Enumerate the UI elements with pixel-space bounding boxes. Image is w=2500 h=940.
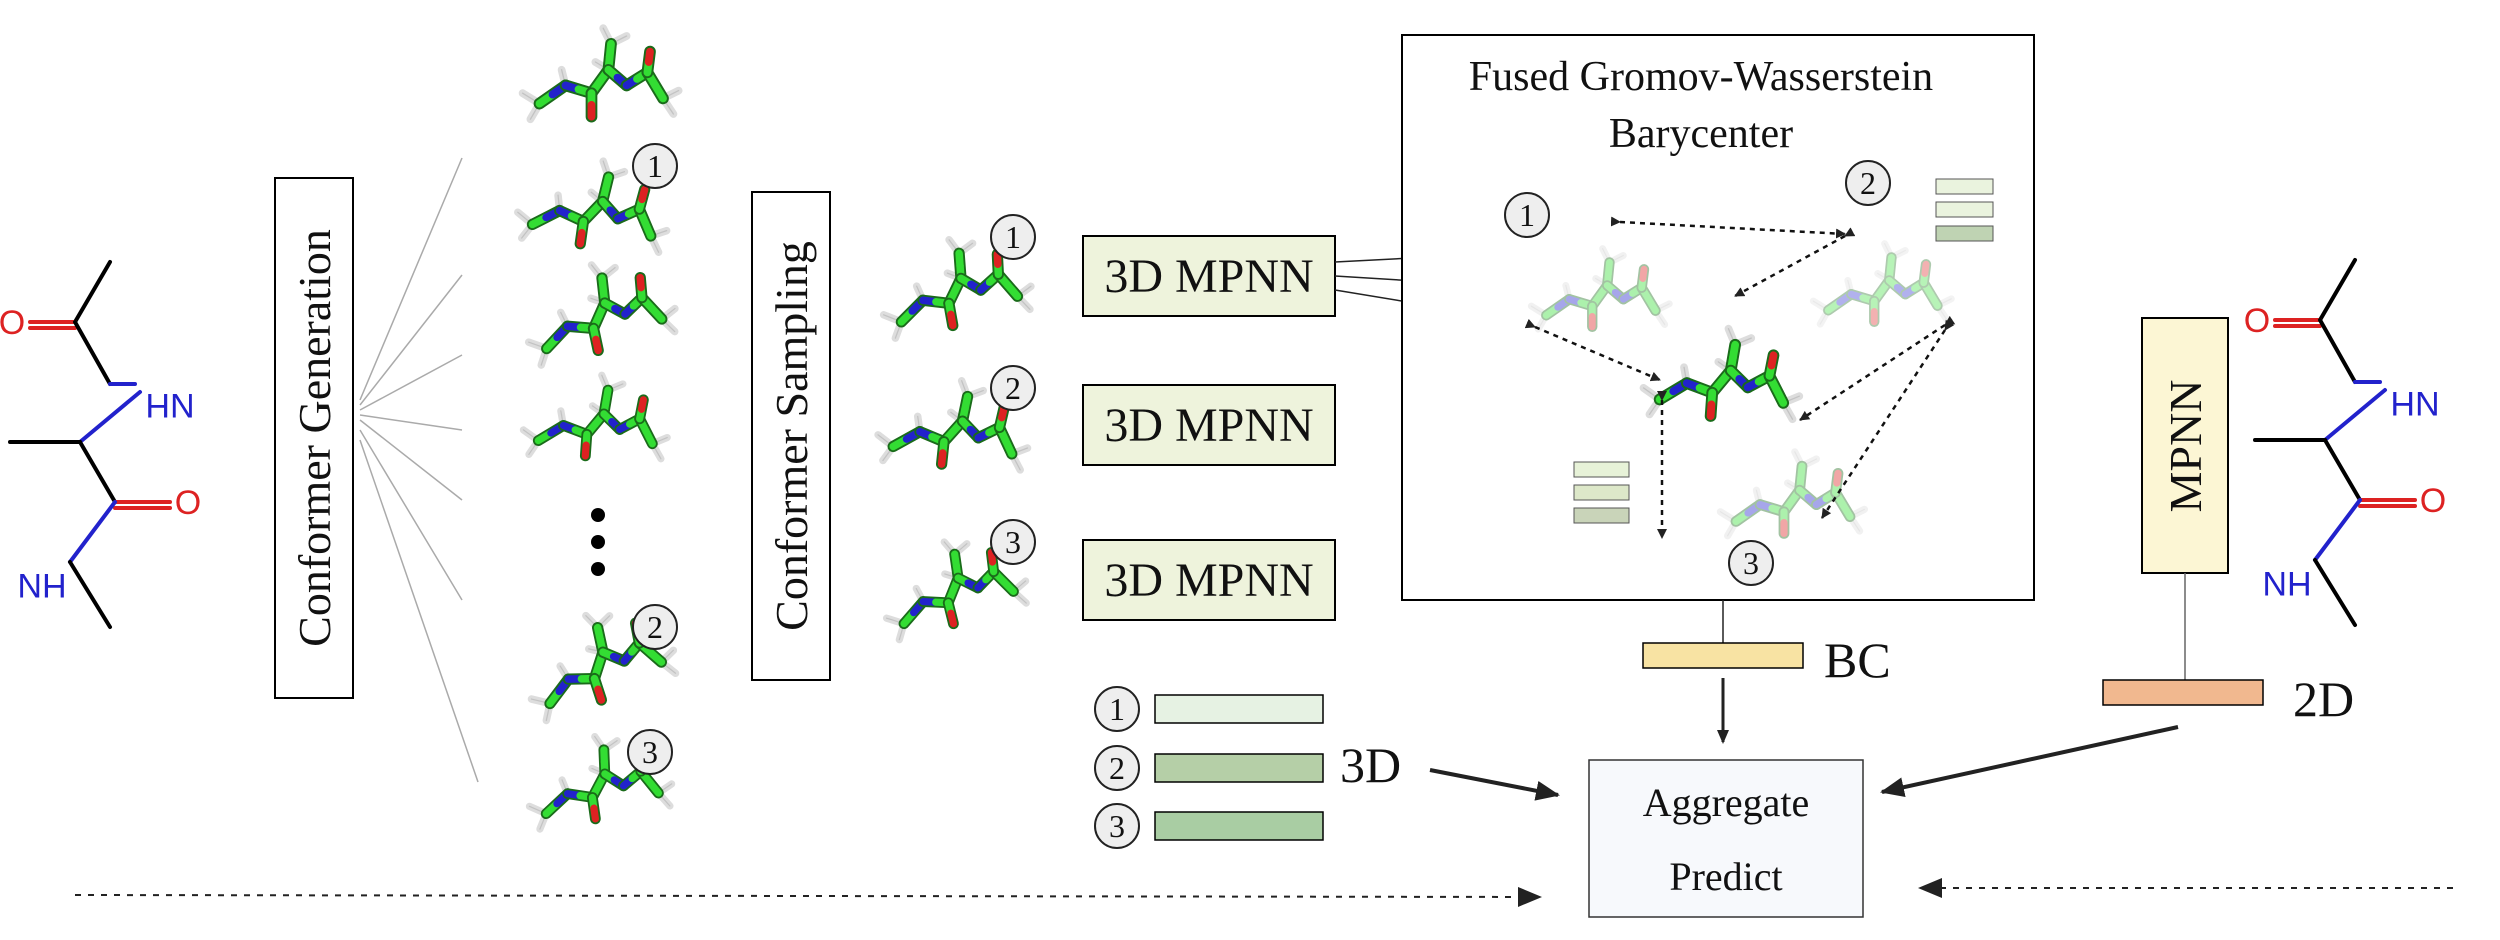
nh-atom-label: NH xyxy=(2390,384,2439,422)
generated-conformer-top xyxy=(518,24,683,124)
oxygen-atom-label: O xyxy=(175,484,201,522)
sampled-conformer-1 xyxy=(879,236,1035,342)
number-text: 3 xyxy=(1743,545,1759,581)
generation-fan-lines xyxy=(359,157,479,783)
number-marker-1: 1 xyxy=(632,143,678,189)
oxygen-atom-label: O xyxy=(2420,482,2446,520)
conformer-generation-box: Conformer Generation xyxy=(274,177,354,699)
mpnn-3d-label-1: 3D MPNN xyxy=(1104,250,1313,303)
number-marker-1: 1 xyxy=(1094,686,1140,732)
number-text: 3 xyxy=(1109,808,1125,844)
number-marker-2: 2 xyxy=(1094,745,1140,791)
number-marker-2: 2 xyxy=(1845,160,1891,206)
number-text: 3 xyxy=(1005,524,1021,560)
sampled-conformer-2 xyxy=(874,377,1032,474)
sampled-conformer-3 xyxy=(882,538,1030,644)
number-text: 1 xyxy=(1109,691,1125,727)
number-text: 1 xyxy=(1519,197,1535,233)
mpnn-2d-box: MPNN 2D xyxy=(2102,317,2354,727)
fgw-faded-conformer-1 xyxy=(1527,245,1673,333)
number-text: 1 xyxy=(647,148,663,184)
mpnn-3d-label-3: 3D MPNN xyxy=(1104,554,1313,607)
number-text: 2 xyxy=(1005,370,1021,406)
mpnn-3d-label-2: 3D MPNN xyxy=(1104,399,1313,452)
hn-atom-label: HN xyxy=(17,566,66,604)
embeddings-3d: 3D xyxy=(1154,694,1401,841)
input-molecule-structure: O O NH HN xyxy=(0,260,201,629)
generated-conformer-a xyxy=(524,261,679,369)
predict-label: Predict xyxy=(1669,854,1782,899)
generated-conformer-1 xyxy=(514,157,671,256)
mpnn-2d-label: MPNN xyxy=(2160,380,2211,513)
number-marker-2: 2 xyxy=(632,604,678,650)
oxygen-atom-label: O xyxy=(2244,302,2270,340)
mpnn-3d-box-1: 3D MPNN xyxy=(1082,235,1336,317)
number-marker-1: 1 xyxy=(990,214,1036,260)
number-marker-1: 1 xyxy=(1504,192,1550,238)
conformer-sampling-label: Conformer Sampling xyxy=(766,241,817,631)
conformer-sampling-box: Conformer Sampling xyxy=(751,191,831,681)
number-marker-3: 3 xyxy=(1094,803,1140,849)
number-text: 3 xyxy=(642,734,658,770)
output-molecule-structure: O O NH HN xyxy=(2244,258,2446,627)
number-text: 2 xyxy=(1860,165,1876,201)
generated-conformer-b xyxy=(519,371,671,463)
skeletal-molecule: O O NH HN xyxy=(2244,258,2446,627)
number-marker-3: 3 xyxy=(1728,540,1774,586)
fgw-embedding-stack-3 xyxy=(1573,461,1630,524)
generated-conformer-3 xyxy=(525,732,676,833)
hn-atom-label: HN xyxy=(2262,564,2311,602)
oxygen-atom-label: O xyxy=(0,304,25,342)
sampled-conformers: 1 2 3 xyxy=(874,214,1036,644)
label-3d: 3D xyxy=(1340,737,1401,793)
ellipsis xyxy=(591,508,605,576)
label-bc: BC xyxy=(1824,632,1891,688)
number-marker-3: 3 xyxy=(990,519,1036,565)
mpnn-3d-box-3: 3D MPNN xyxy=(1082,539,1336,621)
aggregate-arrows xyxy=(74,725,2453,907)
mpnn-3d-box-2: 3D MPNN xyxy=(1082,384,1336,466)
number-marker-3: 3 xyxy=(627,729,673,775)
fgw-barycenter-box: Fused Gromov-Wasserstein Barycenter xyxy=(1401,34,2035,601)
fgw-barycenter-conformer xyxy=(1639,324,1804,424)
number-markers: 1 2 3 xyxy=(1094,686,1140,849)
conformer-generation-label: Conformer Generation xyxy=(289,229,340,647)
generated-conformers: 1 2 3 xyxy=(514,24,683,833)
number-text: 2 xyxy=(647,609,663,645)
fgw-title-line2: Barycenter xyxy=(1609,111,1793,157)
aggregate-predict-box: Aggregate Predict xyxy=(1588,759,1864,918)
label-2d: 2D xyxy=(2293,671,2354,727)
fgw-conformer-graph: 1 2 3 xyxy=(1504,160,1956,586)
barycenter-output: BC xyxy=(1642,600,1891,744)
nh-atom-label: NH xyxy=(145,386,194,424)
fgw-faded-conformer-2 xyxy=(1809,240,1955,328)
number-text: 2 xyxy=(1109,750,1125,786)
fgw-title-line1: Fused Gromov-Wasserstein xyxy=(1469,54,1933,100)
fgw-embedding-stack-2 xyxy=(1935,178,1994,242)
aggregate-label: Aggregate xyxy=(1643,780,1810,825)
number-marker-2: 2 xyxy=(990,365,1036,411)
skeletal-molecule: O O NH HN xyxy=(0,260,201,629)
number-text: 1 xyxy=(1005,219,1021,255)
